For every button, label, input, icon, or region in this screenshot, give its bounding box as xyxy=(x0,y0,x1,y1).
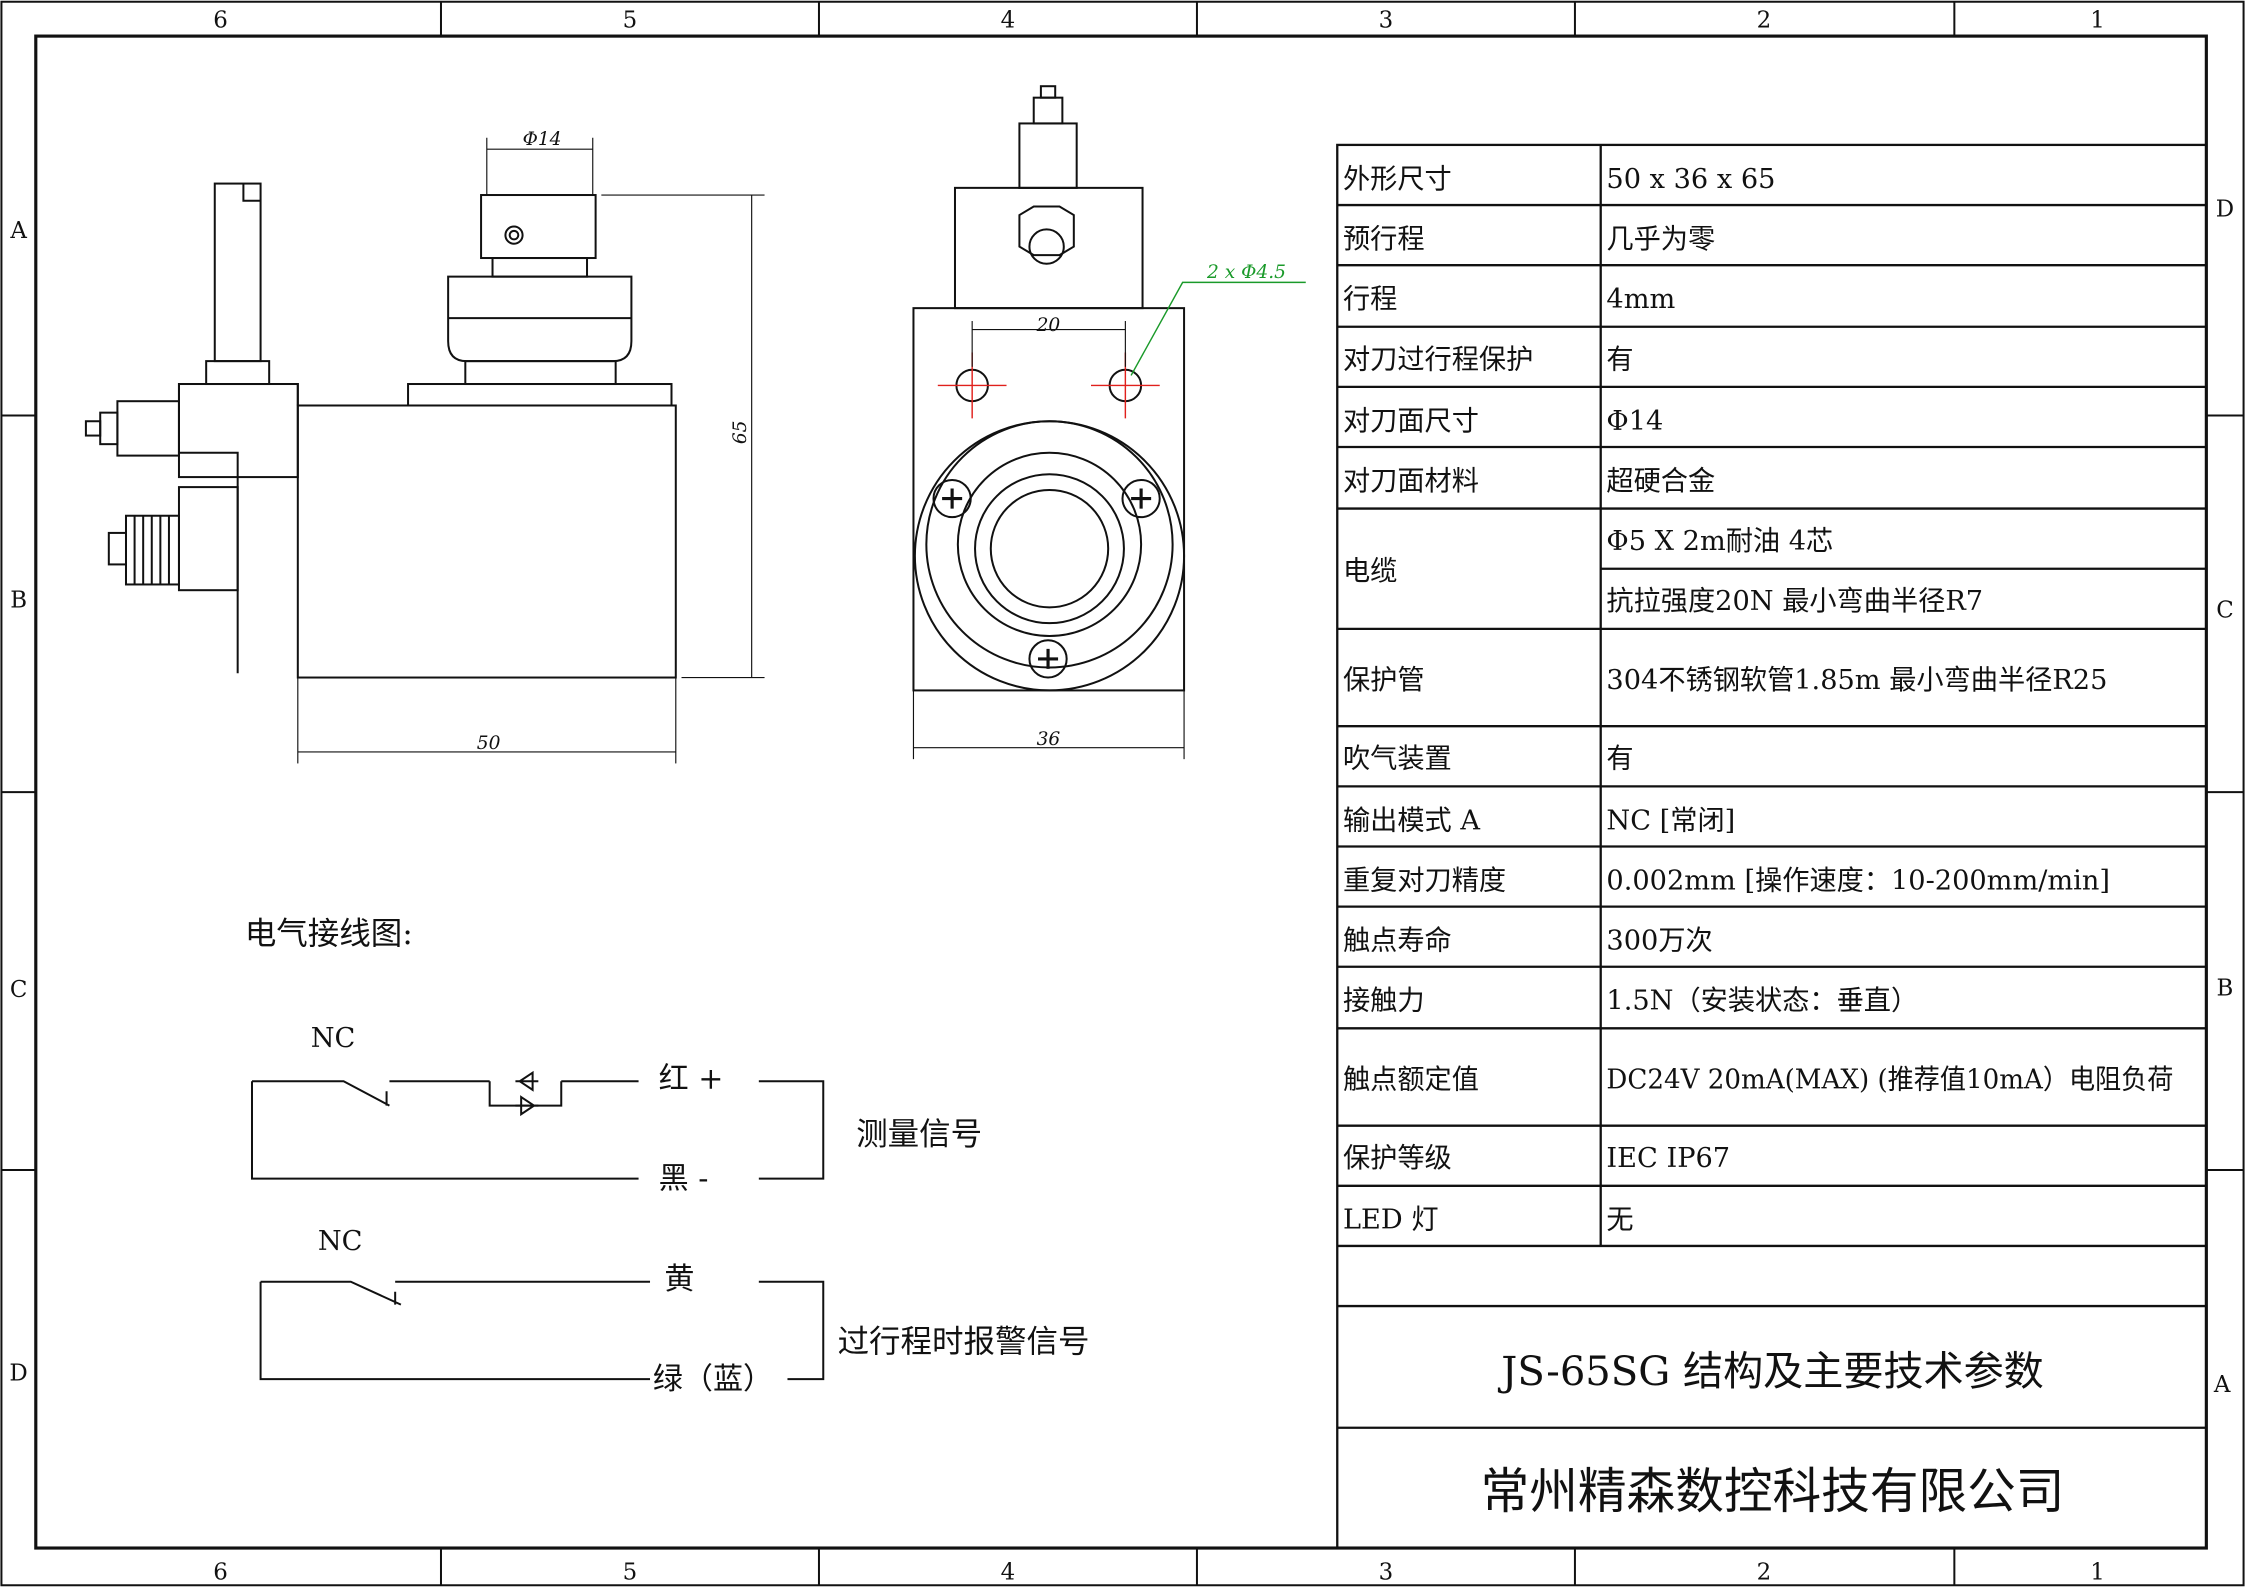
zone-row-left: C xyxy=(10,977,28,1003)
spec-value: 0.002mm [操作速度：10-200mm/min] xyxy=(1606,865,2110,896)
zone-col-top: 4 xyxy=(1001,8,1016,34)
spec-value: 300万次 xyxy=(1606,926,1712,957)
wire-yellow: 黄 xyxy=(664,1262,694,1297)
wire-green-blue: 绿（蓝） xyxy=(653,1362,773,1397)
dimension-probe-diameter: Φ14 xyxy=(523,129,562,150)
spec-value: 有 xyxy=(1606,744,1633,775)
spec-label: 对刀过行程保护 xyxy=(1343,344,1533,375)
wire-black-negative: 黑 - xyxy=(659,1162,709,1197)
measurement-signal-label: 测量信号 xyxy=(856,1116,982,1152)
circuit-measurement xyxy=(250,1070,825,1180)
zone-col-top: 1 xyxy=(2090,8,2105,34)
front-view-dimensions xyxy=(912,321,1185,760)
spec-label: LED 灯 xyxy=(1343,1205,1439,1236)
zone-col-bottom: 4 xyxy=(1001,1560,1016,1586)
zone-row-left: B xyxy=(10,587,27,613)
spec-label: 对刀面尺寸 xyxy=(1343,406,1479,437)
zone-col-bottom: 1 xyxy=(2090,1560,2105,1586)
zone-col-top: 6 xyxy=(213,8,228,34)
zone-row-right: C xyxy=(2216,597,2234,623)
hole-leader-line xyxy=(1130,281,1306,376)
spec-value: 1.5N（安装状态：垂直） xyxy=(1606,986,1918,1017)
circuit1-contact-label: NC xyxy=(311,1023,356,1054)
spec-label: 预行程 xyxy=(1343,224,1425,255)
dimension-holes: 2 x Φ4.5 xyxy=(1206,262,1286,283)
overtravel-alarm-signal-label: 过行程时报警信号 xyxy=(838,1324,1090,1360)
hole-centerlines xyxy=(937,352,1160,419)
spec-label: 重复对刀精度 xyxy=(1343,865,1506,896)
zone-row-left: A xyxy=(9,218,27,244)
spec-value: 有 xyxy=(1606,344,1633,375)
zone-col-bottom: 5 xyxy=(623,1560,638,1586)
spec-value: 4mm xyxy=(1606,284,1675,315)
spec-label: 触点额定值 xyxy=(1343,1064,1479,1095)
side-view-dimensions xyxy=(297,137,765,764)
company-name: 常州精森数控科技有限公司 xyxy=(1481,1464,2065,1520)
zone-row-right: A xyxy=(2213,1372,2231,1398)
spec-label: 电缆 xyxy=(1343,556,1397,587)
spec-value: Φ5 X 2m耐油 4芯 xyxy=(1606,526,1833,557)
spec-value: 几乎为零 xyxy=(1606,224,1715,255)
zone-col-bottom: 2 xyxy=(1757,1560,1772,1586)
spec-label: 触点寿命 xyxy=(1343,926,1452,957)
spec-value: 无 xyxy=(1606,1205,1633,1236)
wire-red-positive: 红 + xyxy=(659,1061,724,1096)
zone-col-top: 2 xyxy=(1757,8,1772,34)
spec-label: 输出模式 A xyxy=(1343,805,1480,836)
spec-value: 304不锈钢软管1.85m 最小弯曲半径R25 xyxy=(1606,665,2107,696)
dimension-width: 50 xyxy=(477,733,501,754)
circuit2-contact-label: NC xyxy=(318,1226,363,1257)
spec-label: 吹气装置 xyxy=(1343,744,1452,775)
zone-col-top: 3 xyxy=(1379,8,1394,34)
spec-value: 超硬合金 xyxy=(1606,466,1715,497)
wiring-title: 电气接线图: xyxy=(245,916,413,952)
dimension-height: 65 xyxy=(730,420,751,444)
zone-row-right: D xyxy=(2216,197,2234,223)
front-view-drawing xyxy=(912,85,1186,692)
zone-row-right: B xyxy=(2217,975,2234,1001)
spec-label: 外形尺寸 xyxy=(1343,164,1452,195)
zone-col-bottom: 3 xyxy=(1379,1560,1394,1586)
spec-table: 外形尺寸 50 x 36 x 65 预行程 几乎为零 行程 4mm 对刀过行程保… xyxy=(1336,143,2208,1550)
spec-value: 50 x 36 x 65 xyxy=(1606,164,1775,195)
dimension-hole-spacing: 20 xyxy=(1036,315,1061,336)
dimension-depth: 36 xyxy=(1037,729,1061,750)
spec-value: IEC IP67 xyxy=(1606,1143,1730,1174)
side-view-drawing xyxy=(84,182,677,679)
screw-cross-marks xyxy=(942,488,1152,669)
spec-label: 保护管 xyxy=(1343,665,1425,696)
spec-value: DC24V 20mA(MAX) (推荐值10mA）电阻负荷 xyxy=(1606,1064,2173,1095)
drawing-title: JS-65SG 结构及主要技术参数 xyxy=(1497,1349,2043,1395)
spec-value: 抗拉强度20N 最小弯曲半径R7 xyxy=(1606,586,1983,617)
spec-value: NC [常闭] xyxy=(1606,805,1735,836)
zone-col-bottom: 6 xyxy=(213,1560,228,1586)
circuit-overtravel-alarm xyxy=(259,1280,825,1381)
zone-row-left: D xyxy=(9,1361,27,1387)
zone-col-top: 5 xyxy=(623,8,638,34)
spec-value: Φ14 xyxy=(1606,406,1663,437)
spec-label: 保护等级 xyxy=(1343,1143,1452,1174)
spec-label: 对刀面材料 xyxy=(1343,466,1479,497)
spec-label: 行程 xyxy=(1343,284,1397,315)
spec-label: 接触力 xyxy=(1343,986,1425,1017)
